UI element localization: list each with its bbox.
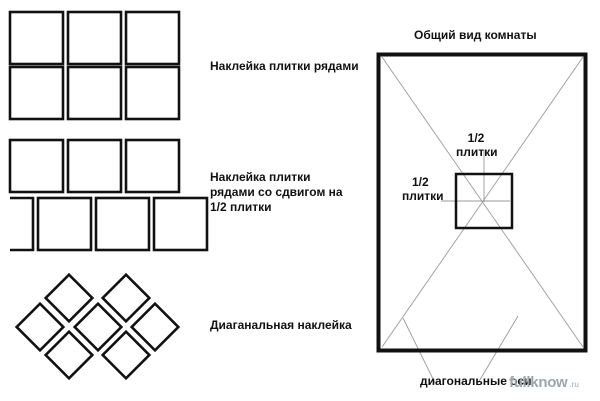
tile xyxy=(152,196,209,252)
half-tile-label-top: 1/2 плитки xyxy=(456,131,498,159)
half-tile-label-left: 1/2 плитки xyxy=(402,175,444,203)
room-title: Общий вид комнаты xyxy=(414,28,537,42)
tile xyxy=(36,196,93,252)
caption-offset-rows-line-1: Наклейка плитки xyxy=(210,170,311,184)
half-tile-label-top-fraction: 1/2 xyxy=(467,131,485,145)
center-starting-tile xyxy=(454,172,514,230)
watermark-text: fullknow xyxy=(509,373,568,391)
tile xyxy=(72,301,124,353)
tile xyxy=(124,10,181,66)
tile xyxy=(43,272,95,324)
room-diagonal-axis xyxy=(381,56,584,348)
tile xyxy=(66,65,123,121)
tile xyxy=(124,138,181,194)
tile xyxy=(66,10,123,66)
tile xyxy=(8,10,65,66)
caption-offset-rows: Наклейка плитки рядами со сдвигом на 1/2… xyxy=(210,170,400,215)
tile xyxy=(8,138,65,194)
room-plan xyxy=(376,52,588,384)
offset-rows-tile-pattern xyxy=(8,138,209,252)
diagonal-tile-pattern xyxy=(14,272,181,381)
straight-rows-tile-pattern xyxy=(8,10,181,121)
tile xyxy=(43,329,95,381)
half-tile xyxy=(10,196,35,252)
tile xyxy=(129,301,181,353)
tile xyxy=(66,138,123,194)
tile xyxy=(124,65,181,121)
watermark-tld: .ru xyxy=(569,380,579,389)
diagonal-axes-label: диагональные оси xyxy=(420,374,532,388)
half-tile-label-left-word: плитки xyxy=(402,189,444,203)
tile xyxy=(100,329,152,381)
site-watermark: fullknow .ru xyxy=(509,372,593,392)
room-outline xyxy=(376,52,588,353)
half-tile-label-left-fraction: 1/2 xyxy=(412,175,429,189)
tile xyxy=(8,65,65,121)
caption-offset-rows-line-2: рядами со сдвигом на xyxy=(210,185,343,199)
caption-offset-rows-line-3: 1/2 плитки xyxy=(210,200,272,214)
half-tile-label-top-word: плитки xyxy=(456,145,498,159)
caption-diagonal: Диаганальная наклейка xyxy=(210,318,352,332)
tile xyxy=(14,301,66,353)
tile xyxy=(94,196,151,252)
caption-straight-rows: Наклейка плитки рядами xyxy=(210,59,359,73)
tile xyxy=(100,272,152,324)
